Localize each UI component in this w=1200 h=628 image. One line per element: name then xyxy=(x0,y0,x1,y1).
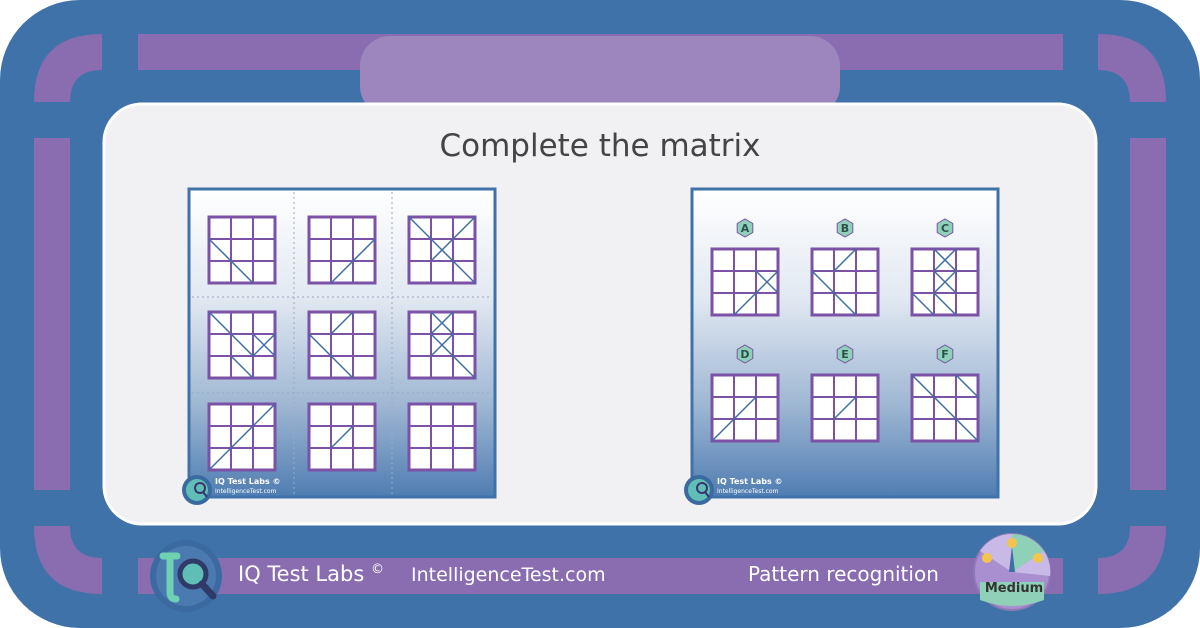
option-grid-e xyxy=(810,373,880,443)
option-badge-d xyxy=(736,344,754,364)
option-grid-d xyxy=(710,373,780,443)
option-label-d: D xyxy=(740,348,749,361)
footer-brand: IQ Test Labs © xyxy=(238,562,384,586)
option-grid-f xyxy=(910,373,980,443)
matrix-cell-row2-col2 xyxy=(307,310,377,380)
answer-option-c[interactable]: C xyxy=(910,218,980,317)
answer-option-d[interactable]: D xyxy=(710,344,780,443)
difficulty-gauge xyxy=(973,533,1051,611)
matrix-cell-row3-col1 xyxy=(207,402,277,472)
card-watermark-logo-right xyxy=(684,475,714,505)
answer-card xyxy=(690,187,1000,499)
question-card-dividers xyxy=(192,192,492,494)
option-badge-f xyxy=(936,344,954,364)
footer-category: Pattern recognition xyxy=(748,562,939,586)
matrix-cell-row2-col3 xyxy=(407,310,477,380)
answer-option-f[interactable]: F xyxy=(910,344,980,443)
matrix-cell-row2-col1 xyxy=(207,310,277,380)
answer-option-e[interactable]: E xyxy=(810,344,880,443)
difficulty-label: Medium xyxy=(984,581,1044,596)
answer-option-a[interactable]: A xyxy=(710,218,780,317)
option-label-e: E xyxy=(841,348,849,361)
answer-option-b[interactable]: B xyxy=(810,218,880,317)
inner-frame xyxy=(34,34,1166,594)
option-badge-b xyxy=(836,218,854,238)
footer-website: IntelligenceTest.com xyxy=(411,564,606,586)
matrix-cell-row3-col3-missing xyxy=(407,402,477,472)
watermark-site-left: IntelligenceTest.com xyxy=(215,488,277,495)
watermark-brand-left: IQ Test Labs © xyxy=(215,477,281,486)
option-grid-c xyxy=(910,247,980,317)
matrix-cell-row1-col2 xyxy=(307,215,377,285)
option-badge-c xyxy=(936,218,954,238)
option-badge-a xyxy=(736,218,754,238)
watermark-site-right: IntelligenceTest.com xyxy=(717,488,779,495)
brand-logo-icon xyxy=(150,540,222,612)
option-label-c: C xyxy=(941,222,949,235)
watermark-brand-right: IQ Test Labs © xyxy=(717,477,783,486)
matrix-cell-row1-col3 xyxy=(407,215,477,285)
option-badge-e xyxy=(836,344,854,364)
matrix-cell-row3-col2 xyxy=(307,402,377,472)
card-watermark-logo-left xyxy=(182,475,212,505)
option-label-b: B xyxy=(841,222,849,235)
matrix-cell-row1-col1 xyxy=(207,215,277,285)
top-tab xyxy=(360,36,840,116)
option-label-a: A xyxy=(741,222,750,235)
option-grid-b xyxy=(810,247,880,317)
footer-brand-name: IQ Test Labs xyxy=(238,562,365,586)
option-grid-a xyxy=(710,247,780,317)
copyright-mark: © xyxy=(370,562,384,577)
option-label-f: F xyxy=(941,348,949,361)
puzzle-title: Complete the matrix xyxy=(439,128,761,164)
